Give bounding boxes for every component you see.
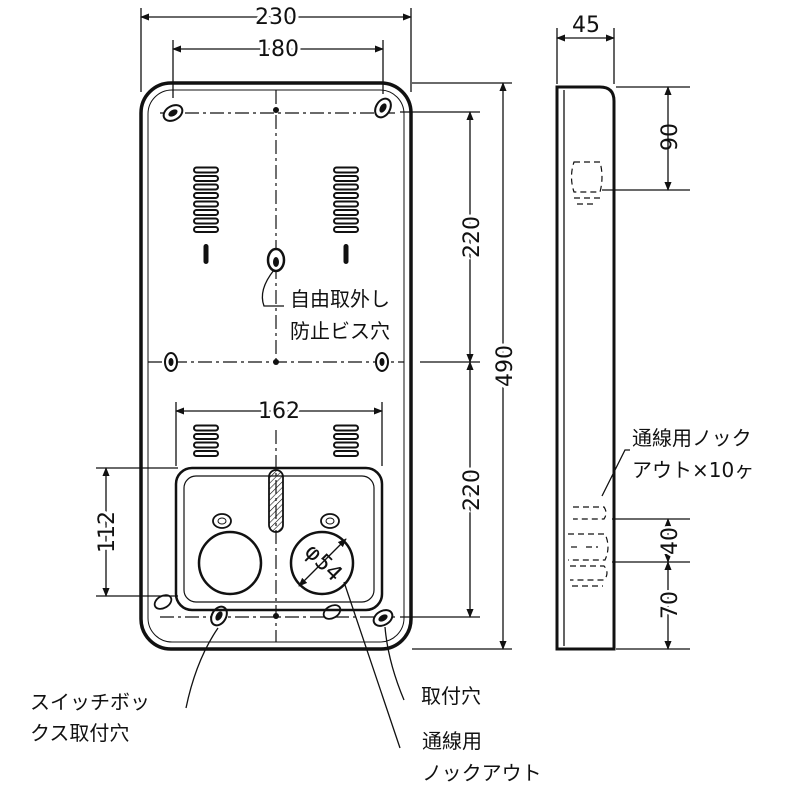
leader-anti-removal	[261, 269, 284, 307]
dim-side-top: 90	[658, 123, 683, 151]
vent-upper-right	[333, 166, 359, 264]
vent-slot	[193, 433, 219, 440]
cable-slot	[268, 469, 284, 533]
anti-removal-screw-hole	[266, 247, 286, 273]
box-screw-hole-right	[320, 513, 340, 529]
dim-overall-width: 230	[255, 5, 297, 30]
front-panel: φ54	[139, 81, 413, 651]
annotations: 自由取外し 防止ビス穴 通線用ノック アウト×10ヶ スイッチボッ クス取付穴 …	[30, 269, 754, 785]
mount-hole-bottom-left	[210, 605, 228, 627]
box-screw-hole-left	[212, 513, 232, 529]
center-mark-top	[273, 107, 279, 113]
front-dimensions: 230 180 162 112 220 220 490	[92, 2, 521, 650]
label-switch-box-line1: スイッチボッ	[30, 690, 150, 714]
vent-slot	[193, 166, 219, 174]
vent-slot	[333, 450, 359, 457]
label-knockout-side-line2: アウト×10ヶ	[632, 458, 754, 482]
dim-box-width: 162	[258, 399, 300, 424]
dim-side-mid: 40	[658, 527, 683, 555]
hidden-knockout-mid	[573, 506, 607, 520]
vent-upper-left	[193, 166, 219, 264]
vent-slot	[333, 226, 359, 233]
label-knockout-side-line1: 通線用ノック	[632, 426, 752, 450]
dim-overall-height: 490	[493, 345, 518, 387]
vent-slot	[193, 200, 219, 208]
side-outline	[555, 85, 616, 651]
vent-slot	[333, 166, 359, 174]
knockout-left	[197, 530, 263, 596]
hidden-knockout-top	[570, 161, 603, 193]
switch-box-recess: φ54	[174, 466, 384, 612]
vent-slot	[193, 226, 219, 233]
leader-knockout-side	[601, 449, 630, 497]
dim-side-bottom: 70	[658, 591, 683, 619]
vent-slot	[333, 183, 359, 191]
dim-depth: 45	[572, 13, 600, 38]
vent-slot	[193, 441, 219, 449]
center-mark-bottom	[273, 613, 279, 619]
vent-slot	[333, 209, 359, 216]
vent-slot	[193, 424, 219, 432]
vent-slot	[333, 200, 359, 208]
mount-hole-mid-right	[375, 352, 389, 372]
vent-slot	[193, 192, 219, 199]
center-mark-mid	[273, 359, 279, 365]
dim-hole-spacing: 180	[257, 37, 299, 62]
vent-slot	[333, 192, 359, 199]
vent-tail-slot	[343, 244, 349, 264]
vent-slot	[333, 175, 359, 182]
vent-slot	[193, 450, 219, 457]
label-switch-box-line2: クス取付穴	[30, 721, 129, 745]
leader-mount-hole	[384, 626, 405, 701]
vent-lower-left	[193, 424, 219, 457]
label-wiring-knockout-line2: ノックアウト	[422, 761, 542, 785]
label-wiring-knockout-line1: 通線用	[422, 729, 482, 753]
dim-box-height: 112	[95, 511, 120, 553]
mount-hole-mid-left	[164, 352, 178, 372]
vent-slot	[193, 175, 219, 182]
side-view: 45 90 40 70	[555, 13, 690, 651]
dim-upper-span: 220	[460, 216, 485, 258]
vent-slot	[193, 183, 219, 191]
mount-hole-top-right	[374, 97, 392, 119]
vent-lower-right	[333, 424, 359, 457]
label-screw-hole-line2: 防止ビス穴	[290, 319, 390, 343]
leader-wiring-knockout	[343, 581, 401, 749]
screw-hole-side-right	[322, 604, 342, 620]
vent-slot	[333, 441, 359, 449]
vent-slot	[333, 424, 359, 432]
label-screw-hole-line1: 自由取外し	[290, 287, 390, 311]
mount-hole-top-left	[162, 104, 184, 122]
label-mount-hole: 取付穴	[421, 684, 481, 708]
knockout-diameter-line	[298, 538, 347, 587]
leader-switch-box	[185, 627, 219, 709]
vent-slot	[333, 433, 359, 440]
vent-slot	[193, 217, 219, 225]
hidden-knockout-bottom	[570, 565, 608, 581]
vent-slot	[333, 217, 359, 225]
dim-lower-span: 220	[460, 469, 485, 511]
mount-hole-bottom-right	[372, 609, 394, 627]
vent-tail-slot	[203, 244, 209, 264]
screw-hole-side-left	[153, 594, 173, 610]
vent-slot	[193, 209, 219, 216]
